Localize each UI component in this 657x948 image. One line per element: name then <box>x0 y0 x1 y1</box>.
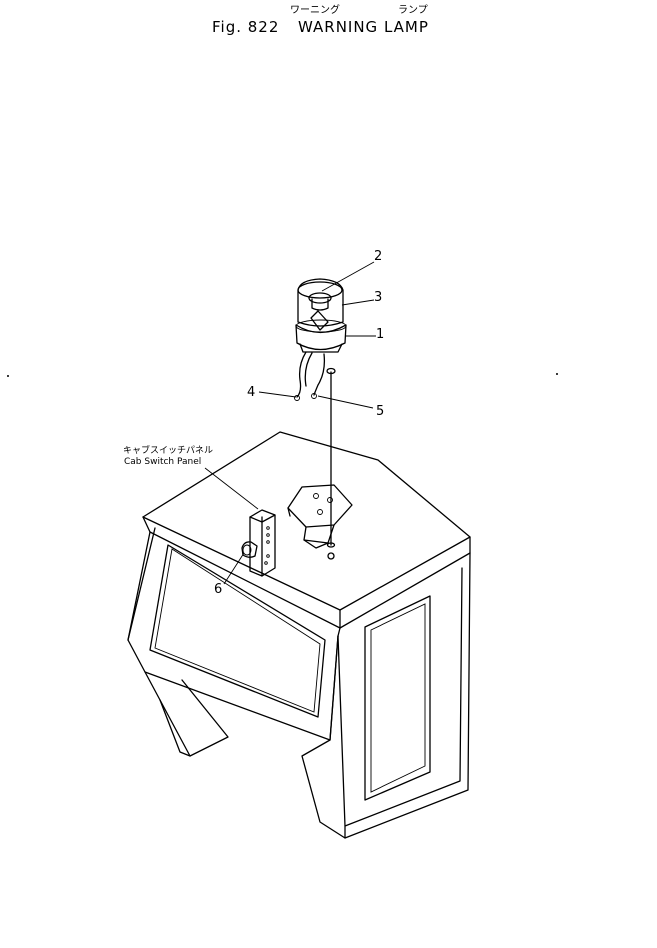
callout-4: 4 <box>247 385 255 400</box>
mounting-bolt <box>326 367 336 560</box>
callout-1: 1 <box>376 327 384 342</box>
callout-6: 6 <box>214 582 222 597</box>
warning-lamp <box>294 278 347 401</box>
callout-3: 3 <box>374 290 382 305</box>
leader-lines <box>204 261 376 585</box>
mounting-bracket <box>287 484 353 549</box>
cab-body <box>127 431 471 839</box>
figure-number: Fig. 822 <box>212 18 279 36</box>
cab-switch-panel <box>241 509 276 577</box>
page-title: WARNING LAMP <box>298 18 429 36</box>
panel-label-kana: キャブスイッチパネル <box>123 444 213 456</box>
title-kana-left: ワーニング <box>290 3 340 16</box>
stray-mark <box>555 372 559 376</box>
stray-mark <box>6 374 10 378</box>
callout-5: 5 <box>376 404 384 419</box>
title-kana-right: ランプ <box>398 4 428 16</box>
callout-2: 2 <box>374 249 382 264</box>
panel-label-english: Cab Switch Panel <box>124 457 201 467</box>
